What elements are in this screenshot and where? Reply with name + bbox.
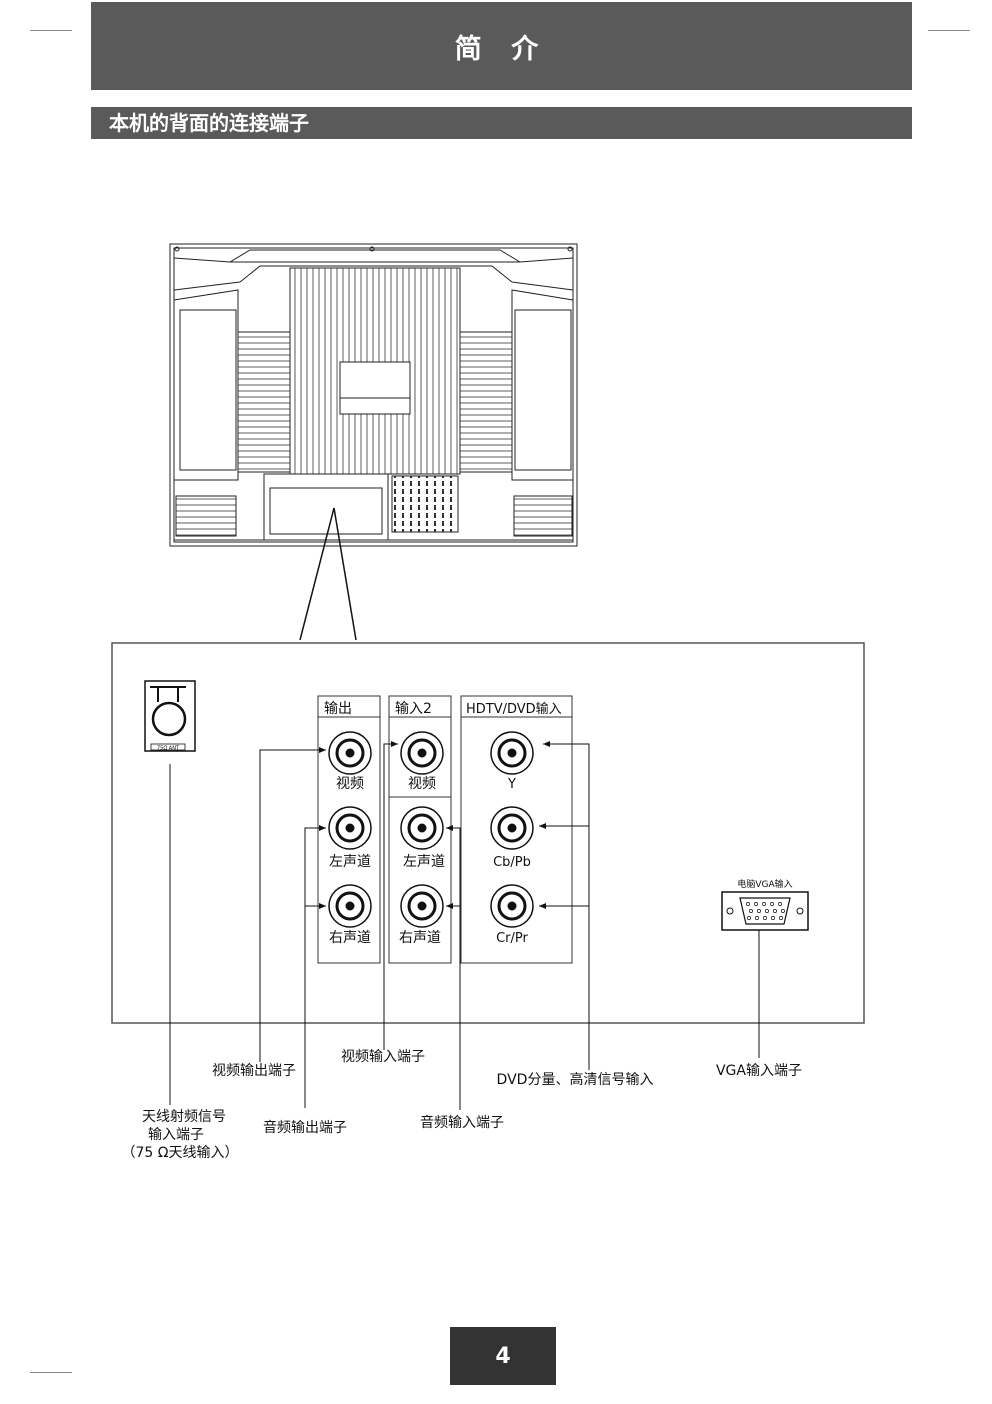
- antenna-port: [144, 680, 196, 752]
- crop-mark-top-left: [30, 30, 72, 31]
- page-title: 简 介: [91, 2, 912, 90]
- callout-antenna-line1: 天线射频信号: [142, 1109, 226, 1125]
- vga-port-label: 电脑VGA输入: [737, 878, 792, 890]
- crop-mark-top-right: [928, 30, 970, 31]
- callout-audio-in: 音频输入端子: [420, 1114, 504, 1131]
- callout-vga-in: VGA输入端子: [716, 1063, 802, 1079]
- label-component-y: Y: [507, 777, 516, 792]
- jack-component-cr: [490, 884, 534, 928]
- callout-antenna-line2: 输入端子: [148, 1127, 204, 1143]
- jack-component-y: [490, 731, 534, 775]
- vga-port: [721, 891, 809, 931]
- label-component-cb: Cb/Pb: [493, 855, 531, 870]
- jack-component-cb: [490, 806, 534, 850]
- group-component-box: [460, 695, 573, 964]
- jack-output-right: [328, 884, 372, 928]
- callout-video-out: 视频输出端子: [212, 1063, 296, 1079]
- callout-antenna-line3: （75 Ω天线输入）: [122, 1145, 239, 1161]
- connector-panel: [111, 642, 865, 1024]
- jack-input2-right: [400, 884, 444, 928]
- leader-lines: [169, 741, 760, 1110]
- rca-jacks: [328, 731, 534, 928]
- label-input2-right: 右声道: [399, 930, 441, 946]
- group-output-title: 输出: [324, 701, 352, 717]
- label-output-right: 右声道: [329, 930, 371, 946]
- page-number: 4: [450, 1327, 556, 1385]
- jack-input2-left: [400, 806, 444, 850]
- label-output-left: 左声道: [329, 854, 371, 870]
- tv-rear-illustration: [169, 243, 578, 547]
- callout-video-in: 视频输入端子: [341, 1049, 425, 1065]
- crop-mark-bottom-left: [30, 1372, 72, 1373]
- label-output-video: 视频: [336, 776, 364, 792]
- label-input2-video: 视频: [408, 776, 436, 792]
- jack-input2-video: [400, 731, 444, 775]
- antenna-label: 75Ω ANT: [157, 746, 180, 752]
- label-component-cr: Cr/Pr: [496, 931, 528, 946]
- jack-output-left: [328, 806, 372, 850]
- callout-dvd-component: DVD分量、高清信号输入: [497, 1071, 654, 1088]
- group-component-title: HDTV/DVD输入: [466, 701, 562, 717]
- jack-output-video: [328, 731, 372, 775]
- section-title: 本机的背面的连接端子: [91, 107, 912, 139]
- label-input2-left: 左声道: [403, 854, 445, 870]
- callout-audio-out: 音频输出端子: [263, 1119, 347, 1136]
- group-output-box: [317, 695, 381, 964]
- group-input2-title: 输入2: [395, 701, 432, 717]
